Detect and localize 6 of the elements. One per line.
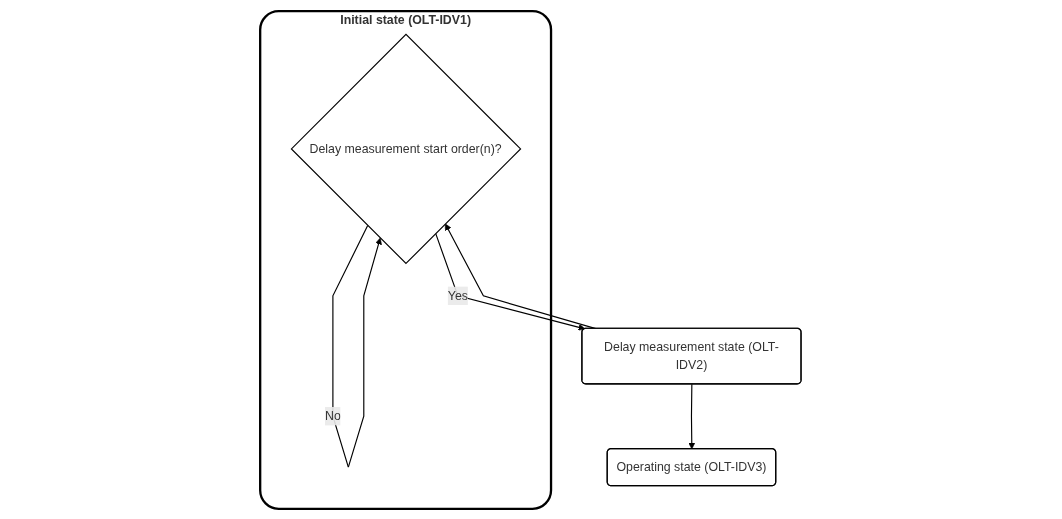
- edge-label: No: [325, 408, 342, 422]
- node-diamond: Delay measurement start order(n)?: [291, 33, 522, 264]
- arrow: [435, 232, 586, 331]
- arrow: [688, 383, 696, 449]
- arrow: [332, 224, 383, 468]
- edge-label: Yes: [448, 288, 469, 302]
